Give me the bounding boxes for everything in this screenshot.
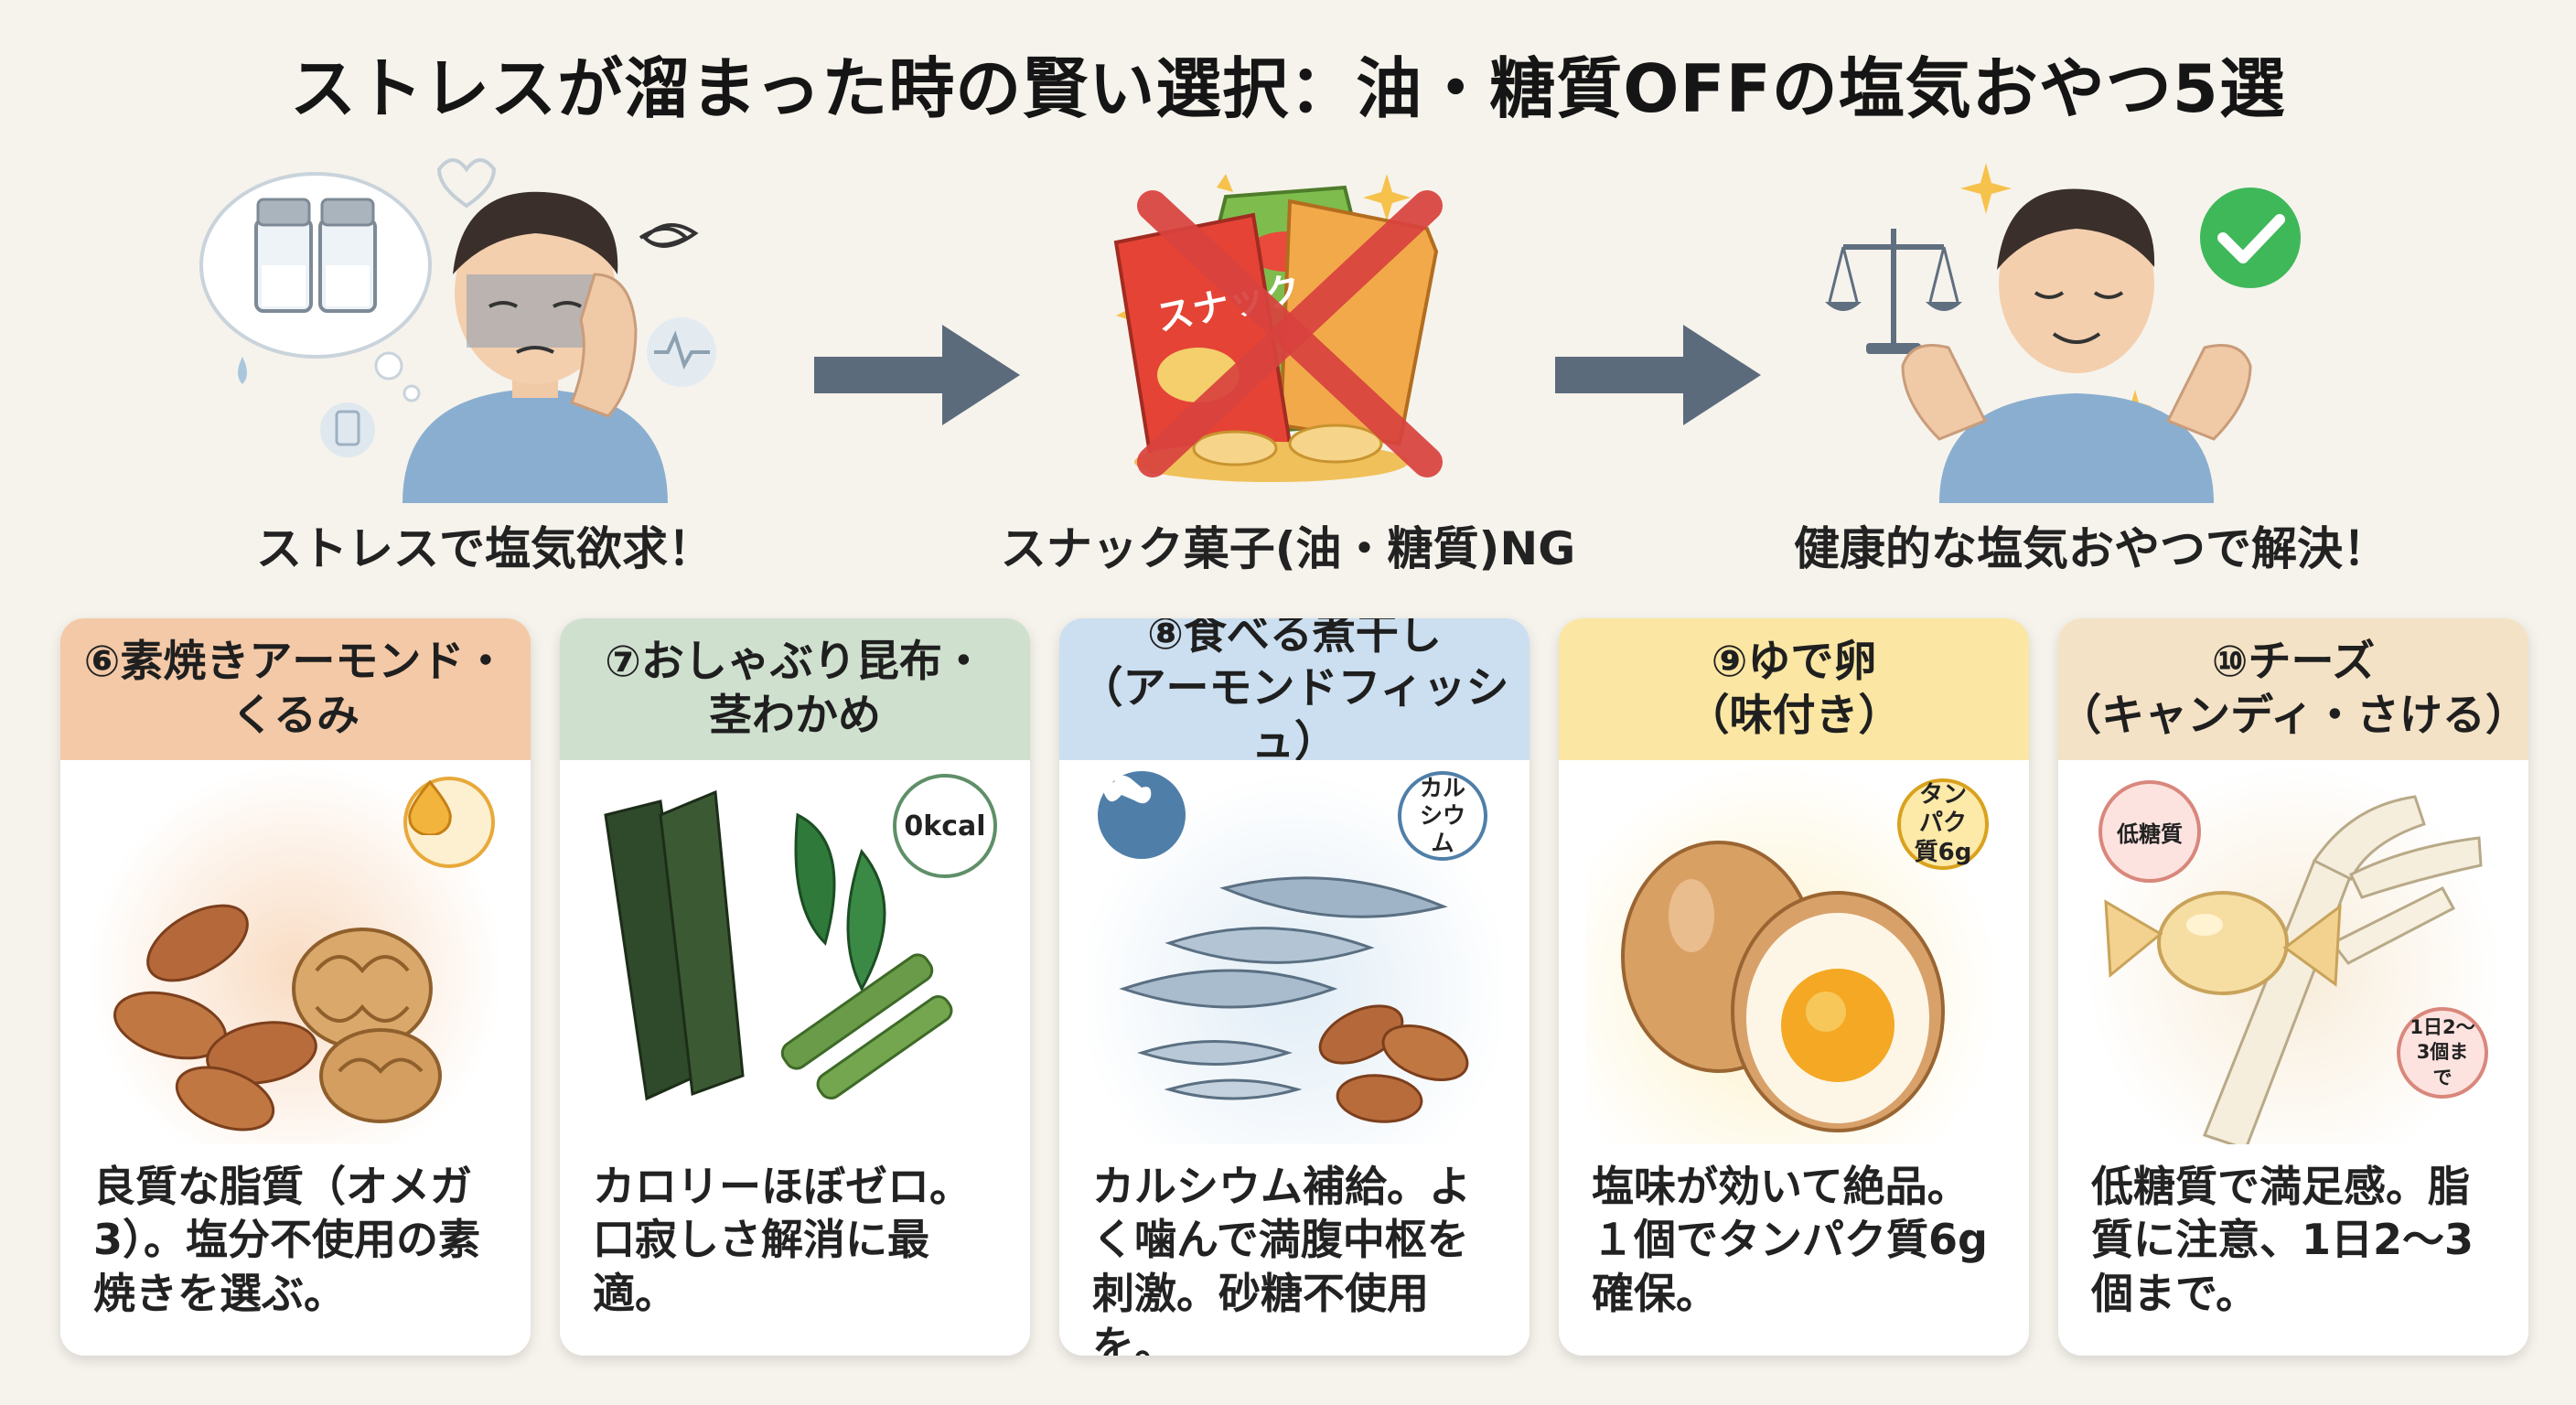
flow-step-2-label: スナック菓子(油・糖質)NG xyxy=(1000,522,1576,575)
limit-badge: 1日2〜3個まで xyxy=(2397,1007,2488,1099)
arrow-right-icon xyxy=(814,325,1020,425)
card-description: カロリーほぼゼロ。口寂しさ解消に最適。 xyxy=(593,1162,971,1318)
kombu-icon xyxy=(604,789,745,1101)
card-header: ⑥素焼きアーモンド・ くるみ xyxy=(60,618,531,760)
card-description: カルシウム補給。よく噛んで満腹中枢を刺激。砂糖不使用を。 xyxy=(1092,1162,1471,1356)
card-image xyxy=(88,760,503,1144)
fish-icon xyxy=(1119,876,1448,1100)
card-title-sub: （味付き） xyxy=(1686,690,1902,741)
bone-icon xyxy=(1103,775,1152,804)
salt-shaker-icon xyxy=(254,198,377,313)
card-image: 0kcal xyxy=(587,760,1003,1144)
oil-drop-badge xyxy=(403,777,495,868)
card-title: ⑨ゆで卵 xyxy=(1711,636,1877,687)
walnut-icon xyxy=(292,928,442,1123)
card-description: 良質な脂質（オメガ3）。塩分不使用の素焼きを選ぶ。 xyxy=(93,1162,481,1318)
arrow-right-icon xyxy=(1555,325,1761,425)
card-image: 低糖質 1日2〜3個まで xyxy=(2086,760,2501,1144)
snack-bags-crossed-illustration: スナック xyxy=(1113,174,1443,482)
card-header: ⑦おしゃぶり昆布・ 茎わかめ xyxy=(560,618,1030,760)
happy-person-illustration xyxy=(1825,163,2301,503)
card-title: ⑥素焼きアーモンド・ xyxy=(83,636,508,687)
balance-scale-icon xyxy=(1825,229,1962,354)
snack-card-almond-walnut: ⑥素焼きアーモンド・ くるみ 良質な脂質（オメガ3）。塩分不使用の素焼きを選ぶ。 xyxy=(60,618,531,1356)
low-sugar-badge: 低糖質 xyxy=(2098,780,2201,883)
card-title: ⑧食べる煮干し xyxy=(1147,618,1442,660)
card-title: ⑩チーズ xyxy=(2211,636,2376,687)
card-title-sub: 茎わかめ xyxy=(709,690,881,741)
card-title-sub: （アーモンドフィッシュ） xyxy=(1079,663,1509,767)
almond-icon xyxy=(1318,1004,1469,1123)
protein-badge: タンパク質6g xyxy=(1897,778,1989,870)
snack-card-cheese: ⑩チーズ （キャンディ・さける） 低糖質 1日2〜3個まで 低糖質で満足感。脂質… xyxy=(2058,618,2528,1356)
cross-mark-icon xyxy=(1137,190,1443,477)
oil-drop-icon xyxy=(408,780,452,835)
card-title: ⑦おしゃぶり昆布・ xyxy=(605,636,985,687)
bone-badge xyxy=(1098,771,1186,859)
card-description: 低糖質で満足感。脂質に注意、1日2〜3個まで。 xyxy=(2091,1162,2474,1318)
zero-kcal-badge: 0kcal xyxy=(893,774,997,878)
egg-icon xyxy=(1621,841,1945,1132)
card-title-sub: くるみ xyxy=(231,690,360,741)
flow-step-1-label: ストレスで塩気欲求！ xyxy=(256,522,714,575)
card-description: 塩味が効いて絶品。１個でタンパク質6g確保。 xyxy=(1592,1162,1988,1318)
card-header: ⑧食べる煮干し （アーモンドフィッシュ） xyxy=(1059,618,1530,767)
card-header: ⑩チーズ （キャンディ・さける） xyxy=(2058,618,2528,760)
calcium-badge: カルシウム xyxy=(1398,771,1487,861)
snack-card-boiled-egg: ⑨ゆで卵 （味付き） タンパク質6g 塩味が効いて絶品。１個でタンパク質6g確保… xyxy=(1559,618,2029,1356)
card-title-sub: （キャンディ・さける） xyxy=(2058,690,2528,741)
snack-card-niboshi: ⑧食べる煮干し （アーモンドフィッシュ） カルシウム カルシウム補給。よく噛んで… xyxy=(1059,618,1530,1356)
snack-card-kombu-wakame: ⑦おしゃぶり昆布・ 茎わかめ 0kcal カロリーほぼゼロ。口寂しさ解消に最適。 xyxy=(560,618,1030,1356)
flow-step-3-label: 健康的な塩気おやつで解決！ xyxy=(1794,522,2388,575)
card-header: ⑨ゆで卵 （味付き） xyxy=(1559,618,2029,760)
card-image: タンパク質6g xyxy=(1586,760,2002,1144)
candy-cheese-icon xyxy=(2104,891,2342,995)
stressed-person-illustration xyxy=(199,158,716,503)
wakame-icon xyxy=(780,812,953,1100)
check-circle-icon xyxy=(2200,188,2301,288)
almond-icon xyxy=(113,904,317,1132)
page-title: ストレスが溜まった時の賢い選択：油・糖質OFFの塩気おやつ5選 xyxy=(290,50,2286,127)
card-image: カルシウム xyxy=(1087,760,1502,1144)
